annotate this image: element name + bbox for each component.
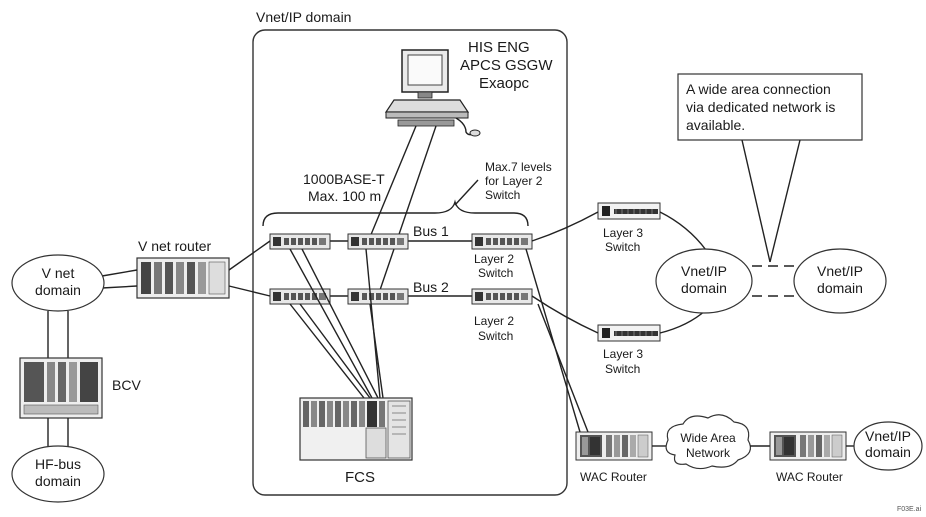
workstation-icon bbox=[384, 49, 481, 137]
bcv-label: BCV bbox=[112, 377, 141, 393]
cable-label-2: Max. 100 m bbox=[308, 188, 381, 204]
wac-router-left-label: WAC Router bbox=[580, 470, 647, 484]
cable-label-1: 1000BASE-T bbox=[303, 171, 385, 187]
vnetip-mid-label-1: Vnet/IP bbox=[681, 263, 727, 279]
vnet-router-label: V net router bbox=[138, 238, 211, 254]
levels-note-1: Max.7 levels bbox=[485, 160, 552, 174]
wan-note-1: A wide area connection bbox=[686, 81, 831, 97]
levels-note-3: Switch bbox=[485, 188, 520, 202]
vnetip-mid-label-2: domain bbox=[681, 280, 727, 296]
vnet-domain-label-1: V net bbox=[42, 265, 75, 281]
vnetip-far-label-1: Vnet/IP bbox=[865, 428, 911, 444]
workstation-label-3: Exaopc bbox=[479, 75, 530, 92]
vnetip-domain-box bbox=[252, 29, 568, 496]
layer3-bottom-label-1: Layer 3 bbox=[603, 347, 643, 361]
vnetip-domain-oval-mid bbox=[655, 248, 753, 314]
layer2-bottom-label-1: Layer 2 bbox=[474, 314, 514, 328]
layer2-top-label-1: Layer 2 bbox=[474, 252, 514, 266]
hfbus-domain-label-2: domain bbox=[35, 473, 81, 489]
wan-cloud bbox=[665, 414, 751, 470]
wac-router-right-icon bbox=[769, 431, 847, 461]
vnetip-domain-title: Vnet/IP domain bbox=[256, 9, 351, 25]
layer3-bottom-label-2: Switch bbox=[605, 362, 640, 376]
bus-1-label: Bus 1 bbox=[413, 223, 449, 239]
workstation-label-2: APCS GSGW bbox=[460, 57, 553, 74]
vnet-domain-label-2: domain bbox=[35, 282, 81, 298]
vnetip-right-label-1: Vnet/IP bbox=[817, 263, 863, 279]
wan-note-2: via dedicated network is bbox=[686, 99, 835, 115]
l3-switch-bottom bbox=[597, 324, 661, 342]
workstation-label-1: HIS ENG bbox=[468, 39, 530, 56]
switch-group-brace bbox=[262, 199, 529, 227]
layer3-top-label-2: Switch bbox=[605, 240, 640, 254]
wac-router-right-label: WAC Router bbox=[776, 470, 843, 484]
l2-switch-bus1-left bbox=[269, 233, 331, 250]
fcs-icon bbox=[299, 397, 413, 461]
l3-switch-top bbox=[597, 202, 661, 220]
vnetip-right-label-2: domain bbox=[817, 280, 863, 296]
vnetip-domain-oval-far bbox=[853, 421, 923, 471]
file-tag: F03E.ai bbox=[897, 506, 922, 513]
vnetip-far-label-2: domain bbox=[865, 444, 911, 460]
l2-switch-bus1-right bbox=[471, 233, 533, 250]
hfbus-domain-oval bbox=[11, 445, 105, 503]
l2-switch-bus1-mid bbox=[347, 233, 409, 250]
wan-note-3: available. bbox=[686, 117, 745, 133]
hfbus-domain-label-1: HF-bus bbox=[35, 456, 81, 472]
fcs-label: FCS bbox=[345, 469, 375, 486]
vnetip-domain-oval-right bbox=[793, 248, 887, 314]
l2-switch-bus2-left bbox=[269, 288, 331, 305]
wac-router-left-icon bbox=[575, 431, 653, 461]
layer2-bottom-label-2: Switch bbox=[478, 329, 513, 343]
vnet-domain-oval bbox=[11, 254, 105, 312]
layer2-top-label-2: Switch bbox=[478, 266, 513, 280]
layer3-top-label-1: Layer 3 bbox=[603, 226, 643, 240]
l2-switch-bus2-mid bbox=[347, 288, 409, 305]
bcv-icon bbox=[19, 357, 103, 419]
wan-cloud-label-2: Network bbox=[686, 446, 731, 460]
vnet-router-icon bbox=[136, 257, 230, 299]
bus-2-label: Bus 2 bbox=[413, 279, 449, 295]
l2-switch-bus2-right bbox=[471, 288, 533, 305]
wan-cloud-label-1: Wide Area bbox=[680, 431, 736, 445]
levels-note-2: for Layer 2 bbox=[485, 174, 543, 188]
wan-note-box bbox=[677, 73, 863, 141]
